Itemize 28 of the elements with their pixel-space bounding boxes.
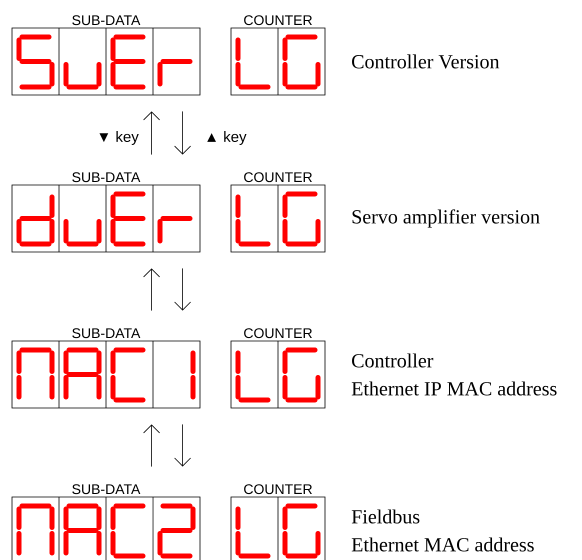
- edge-label: ▲ key: [207, 131, 247, 145]
- display-panel: [230, 184, 326, 252]
- panel-heading: COUNTER: [244, 15, 312, 26]
- panel-heading: SUB-DATA: [72, 484, 140, 494]
- arrow: [174, 424, 191, 467]
- panel-heading: COUNTER: [244, 484, 312, 494]
- display-panel: [12, 28, 200, 96]
- description-text: Controller Version: [352, 54, 500, 69]
- edge-label: ▼ key: [99, 131, 139, 145]
- description-text: Controller Ethernet IP MAC address: [352, 353, 557, 396]
- display-panel: [12, 184, 200, 252]
- arrow: [143, 268, 160, 311]
- panel-heading: SUB-DATA: [72, 15, 140, 26]
- display-panel: [230, 28, 326, 96]
- panel-heading: SUB-DATA: [72, 172, 140, 182]
- panel-heading: COUNTER: [244, 328, 312, 338]
- arrow: [174, 111, 191, 155]
- display-panel: [12, 496, 200, 560]
- panel-heading: COUNTER: [244, 172, 312, 182]
- display-panel: [230, 340, 326, 408]
- description-text: Fieldbus Ethernet MAC address: [352, 509, 534, 552]
- display-panel: [12, 340, 200, 408]
- panel-heading: SUB-DATA: [72, 328, 140, 338]
- arrow: [174, 268, 191, 311]
- display-panel: [230, 496, 326, 560]
- arrow: [143, 111, 160, 155]
- arrow: [143, 424, 160, 467]
- description-text: Servo amplifier version: [352, 209, 540, 228]
